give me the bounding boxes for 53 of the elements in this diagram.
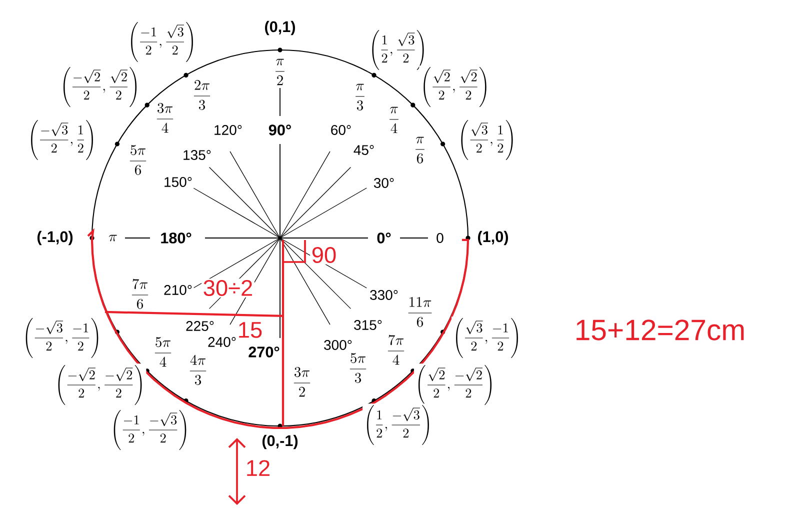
degree-label: 150° xyxy=(162,176,194,188)
degree-label: 300° xyxy=(322,338,354,352)
radian-label: $\frac{7\pi}{6}$ xyxy=(129,278,152,310)
degree-label: 90° xyxy=(267,123,293,137)
radian-label: $\frac{\pi}{2}$ xyxy=(272,58,288,86)
degree-label: 30° xyxy=(372,176,396,190)
radian-label: $\frac{7\pi}{4}$ xyxy=(385,334,407,366)
handwritten-note: 90 xyxy=(310,246,338,264)
coordinate-label: $\left(\frac{-\sqrt{3}}{2},\frac{1}{2}\right)$ xyxy=(26,118,98,162)
radian-label: $\frac{\pi}{3}$ xyxy=(352,82,368,112)
coordinate-label: $\left(\frac{-\sqrt{3}}{2},\frac{-1}{2}\right)$ xyxy=(21,316,103,360)
degree-label: 120° xyxy=(212,124,244,136)
degree-label: 330° xyxy=(368,288,400,302)
radian-label: $\frac{4\pi}{3}$ xyxy=(187,354,210,386)
radian-label: $\frac{5\pi}{3}$ xyxy=(347,352,369,384)
degree-label: 225° xyxy=(184,320,216,332)
degree-label: 240° xyxy=(206,336,238,348)
coordinate-label: (0,1) xyxy=(262,20,298,36)
degree-label: 135° xyxy=(181,148,213,162)
degree-label: 60° xyxy=(329,124,353,136)
handwritten-note: 12 xyxy=(244,458,272,478)
coordinate-label: $\left(\frac{\sqrt{2}}{2},\frac{\sqrt{2}}{2}\right)$ xyxy=(419,66,491,108)
radian-label: $\pi$ xyxy=(107,234,119,242)
coordinate-label: (-1,0) xyxy=(35,230,75,246)
handwritten-note: 15 xyxy=(236,320,264,340)
coordinate-label: (0,-1) xyxy=(260,434,300,450)
degree-label: 45° xyxy=(352,144,376,156)
degree-label: 315° xyxy=(352,318,384,332)
radian-label: $\frac{3\pi}{2}$ xyxy=(291,366,313,398)
radian-label: $\frac{5\pi}{4}$ xyxy=(152,336,174,368)
degree-label: 0° xyxy=(375,231,393,245)
radian-label: $\frac{5\pi}{6}$ xyxy=(127,144,150,176)
degree-label: 210° xyxy=(162,284,194,296)
coordinate-label: $\left(\frac{\sqrt{3}}{2},\frac{-1}{2}\right)$ xyxy=(452,316,522,360)
coordinate-label: $\left(\frac{-1}{2},\frac{-\sqrt{3}}{2}\right)$ xyxy=(109,408,191,452)
coordinate-label: $\left(\frac{-\sqrt{2}}{2},\frac{\sqrt{2}}{2}\right)$ xyxy=(59,66,142,108)
radian-label: $\frac{\pi}{6}$ xyxy=(412,136,428,164)
coordinate-label: $\left(\frac{\sqrt{3}}{2},\frac{1}{2}\right)$ xyxy=(456,118,518,162)
coordinate-label: $\left(\frac{\sqrt{2}}{2},\frac{-\sqrt{2}}{2}\right)$ xyxy=(414,364,496,406)
radian-label: $\frac{3\pi}{4}$ xyxy=(154,102,176,134)
coordinate-label: $\left(\frac{-1}{2},\frac{\sqrt{3}}{2}\right)$ xyxy=(126,20,198,64)
handwritten-note: 30÷2 xyxy=(202,278,254,298)
coordinate-label: (1,0) xyxy=(476,230,510,246)
radian-label: $\frac{11\pi}{6}$ xyxy=(405,296,435,328)
coordinate-label: $\left(\frac{1}{2},\frac{\sqrt{3}}{2}\right)$ xyxy=(368,28,428,72)
radian-label: $\frac{2\pi}{3}$ xyxy=(191,79,214,111)
handwritten-note: 15+12=27cm xyxy=(576,320,744,340)
coordinate-label: $\left(\frac{1}{2},\frac{-\sqrt{3}}{2}\right)$ xyxy=(362,404,434,446)
degree-label: 270° xyxy=(246,345,282,359)
radian-label: $\frac{\pi}{4}$ xyxy=(386,106,402,134)
radian-label: 0 xyxy=(434,232,446,244)
degree-label: 180° xyxy=(158,231,194,245)
coordinate-label: $\left(\frac{-\sqrt{2}}{2},\frac{-\sqrt{2}}{2}\right)$ xyxy=(54,364,146,406)
